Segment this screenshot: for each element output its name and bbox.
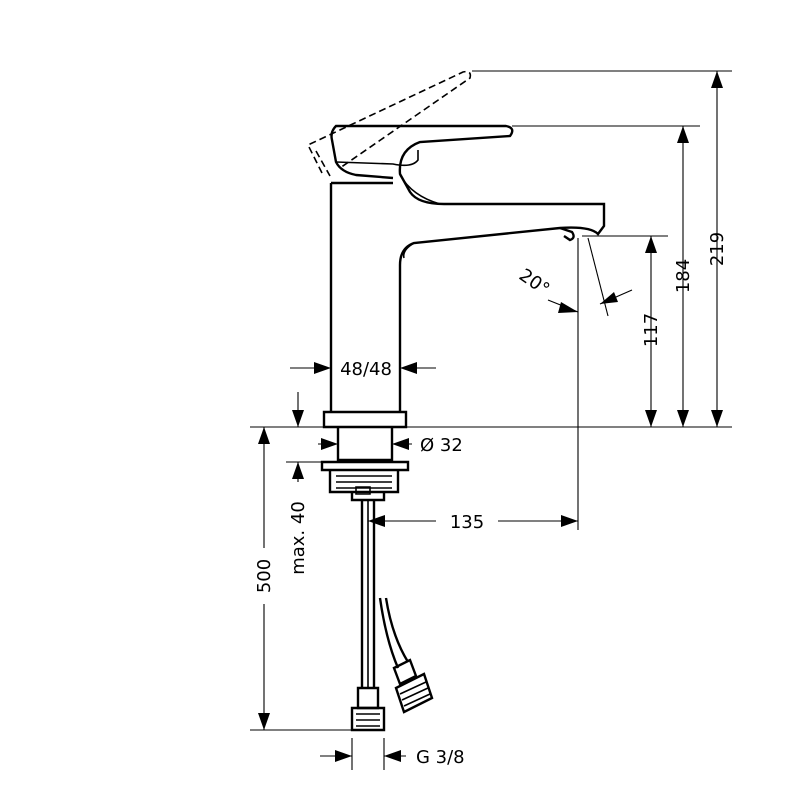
dim-500: 500 bbox=[254, 559, 275, 593]
dim-20-degrees: 20° bbox=[515, 265, 553, 301]
dim-max-40: max. 40 bbox=[288, 501, 309, 575]
dim-117: 117 bbox=[641, 313, 662, 347]
dim-48-48: 48/48 bbox=[340, 359, 392, 380]
raised-lever-outline bbox=[306, 70, 472, 177]
dim-135: 135 bbox=[450, 512, 484, 533]
mounting-shank bbox=[320, 427, 410, 502]
dimension-lines bbox=[250, 70, 732, 770]
dim-diameter-32: Ø 32 bbox=[420, 435, 463, 456]
dim-219: 219 bbox=[707, 232, 728, 266]
dim-184: 184 bbox=[673, 259, 694, 293]
faucet-body bbox=[322, 124, 606, 429]
dim-g-3-8: G 3/8 bbox=[416, 747, 465, 768]
supply-hoses bbox=[350, 500, 434, 732]
